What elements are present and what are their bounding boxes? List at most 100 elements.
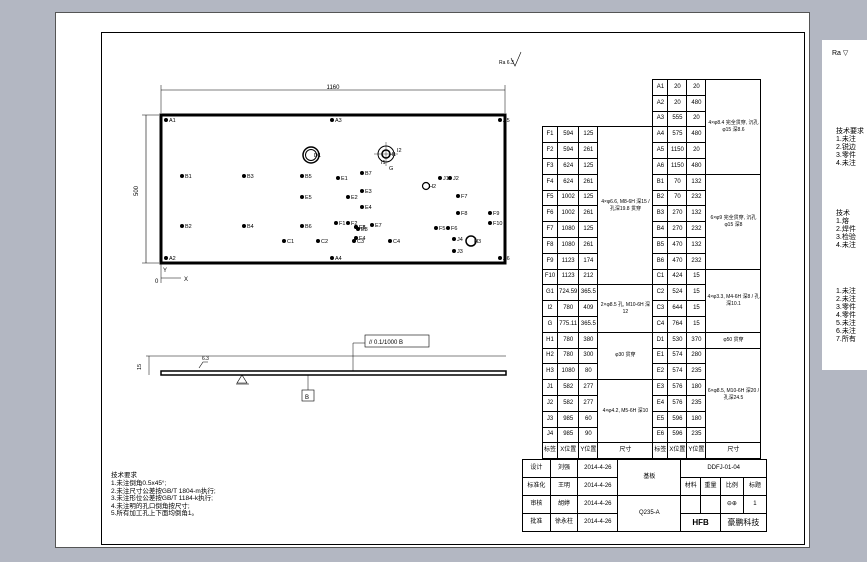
hole-label-e3: E3 <box>365 189 372 195</box>
title-block-cell: 徐永柱 <box>549 513 579 532</box>
hole-table-cell: 574 <box>667 363 688 381</box>
hole-label-e7: E7 <box>375 223 382 229</box>
hole-table-cell: A6 <box>652 157 669 175</box>
dim-width-text: 1160 <box>327 85 341 91</box>
hole-label-a2: A2 <box>169 256 176 262</box>
side-note-line: 4.未注 <box>836 160 856 167</box>
hole-table-header: X位置 <box>667 442 688 460</box>
note-item: 4.未注明的孔口倒角按尺寸; <box>111 502 190 510</box>
hole-label-b6: B6 <box>305 224 312 230</box>
hole-label-d1: D1 <box>314 153 321 159</box>
hole-table-cell: 624 <box>557 173 580 191</box>
side-note-line: 1.未注 <box>836 136 856 143</box>
hole-a3 <box>330 118 334 122</box>
hole-table-cell: 20 <box>667 94 688 112</box>
hole-table-cell: 1080 <box>557 221 580 238</box>
hole-f9 <box>488 211 492 215</box>
hole-b4 <box>242 224 246 228</box>
hole-table-cell: 985 <box>557 410 580 428</box>
title-block-cell: 2014-4-26 <box>577 477 619 496</box>
hole-h3-large <box>465 235 477 247</box>
hole-label-f9: F9 <box>493 211 499 217</box>
hole-a4 <box>330 256 334 260</box>
hole-table-cell: 380 <box>578 331 599 349</box>
side-note-line: 技术要求 <box>836 128 864 135</box>
hole-label-i1: I1 <box>381 160 386 166</box>
hole-label-f8: F8 <box>461 211 467 217</box>
hole-table-header: Y位置 <box>578 442 599 460</box>
hole-label-c1: C1 <box>287 239 294 245</box>
hole-table-cell: B5 <box>652 236 669 254</box>
company-logo: HFB <box>680 513 721 532</box>
hole-table-cell: 132 <box>686 205 707 223</box>
hole-table-cell: 270 <box>667 205 688 223</box>
hole-f10 <box>488 221 492 225</box>
hole-label-h1: H1 <box>389 152 396 158</box>
hole-table-cell: F3 <box>541 157 559 175</box>
hole-table-cell: 575 <box>667 126 688 144</box>
hole-j4 <box>452 237 456 241</box>
origin-label: 0 <box>155 279 159 285</box>
hole-table-header: 标签 <box>541 442 559 460</box>
hole-b5 <box>300 174 304 178</box>
hole-table-cell: C2 <box>652 284 669 302</box>
hole-e2 <box>346 195 350 199</box>
hole-table-cell: 261 <box>578 173 599 191</box>
title-block-cell: 刘强 <box>549 459 579 478</box>
hole-a6 <box>498 256 502 260</box>
hole-table-cell: 20 <box>686 110 707 128</box>
hole-label-b4: B4 <box>247 224 254 230</box>
hole-label-b7: B7 <box>365 171 372 177</box>
hole-table-cell: C3 <box>652 300 669 317</box>
hole-table-cell: 232 <box>686 252 707 270</box>
hole-table-header: Y位置 <box>686 442 707 460</box>
side-note-line: 2.未注 <box>836 296 856 303</box>
hole-table-cell: 596 <box>667 410 688 428</box>
hole-a5 <box>498 118 502 122</box>
side-note-line: 7.所有 <box>836 336 856 343</box>
hole-table-desc: 2×φ8.5 孔, M10-6H 深12 <box>597 284 654 333</box>
hole-label-a3: A3 <box>335 118 342 124</box>
hole-table-desc: 4×φ3.3, M4-6H 深8 / 孔深10.1 <box>705 268 762 333</box>
hole-table-cell: F9 <box>541 252 559 270</box>
datum-b-box <box>301 389 315 402</box>
hole-label-b3: B3 <box>247 174 254 180</box>
hole-label-f7: F7 <box>461 194 467 200</box>
hole-b1 <box>180 174 184 178</box>
side-note-line: 4.未注 <box>836 242 856 249</box>
plate-outline <box>159 113 507 265</box>
hole-table-cell: 270 <box>667 221 688 238</box>
hole-label-b1: B1 <box>185 174 192 180</box>
roughness-top-label: Ra 6.3 <box>499 60 514 66</box>
hole-table-cell: 125 <box>578 157 599 175</box>
hole-b3 <box>242 174 246 178</box>
hole-table-cell: F6 <box>541 205 559 223</box>
hole-h2-ring <box>421 181 431 191</box>
hole-table-desc: 4×φ6.6, M8-6H 深15 / 孔深19.8 贯穿 <box>597 126 654 286</box>
hole-table-cell: C1 <box>652 268 669 286</box>
hole-table-header: 尺寸 <box>705 442 762 460</box>
hole-table-cell: A4 <box>652 126 669 144</box>
side-note-line: 3.零件 <box>836 304 856 311</box>
hole-label-e2: E2 <box>351 195 358 201</box>
hole-table-desc: 4×φ8.4 完全贯穿, 沉孔φ15 深8.6 <box>705 79 762 175</box>
title-block-cell <box>680 495 702 514</box>
projection-symbol-icon: ⊖⊕ <box>719 495 744 514</box>
hole-label-a4: A4 <box>335 256 342 262</box>
hole-c3 <box>352 239 356 243</box>
hole-label-e1: E1 <box>341 176 348 182</box>
hole-table-cell: 574 <box>667 347 688 365</box>
hole-table-cell: 235 <box>686 363 707 381</box>
hole-label-f10: F10 <box>493 221 502 227</box>
hole-table-cell: 15 <box>686 268 707 286</box>
roughness-top-symbol <box>510 51 522 67</box>
section-roughness-symbol <box>198 361 208 369</box>
